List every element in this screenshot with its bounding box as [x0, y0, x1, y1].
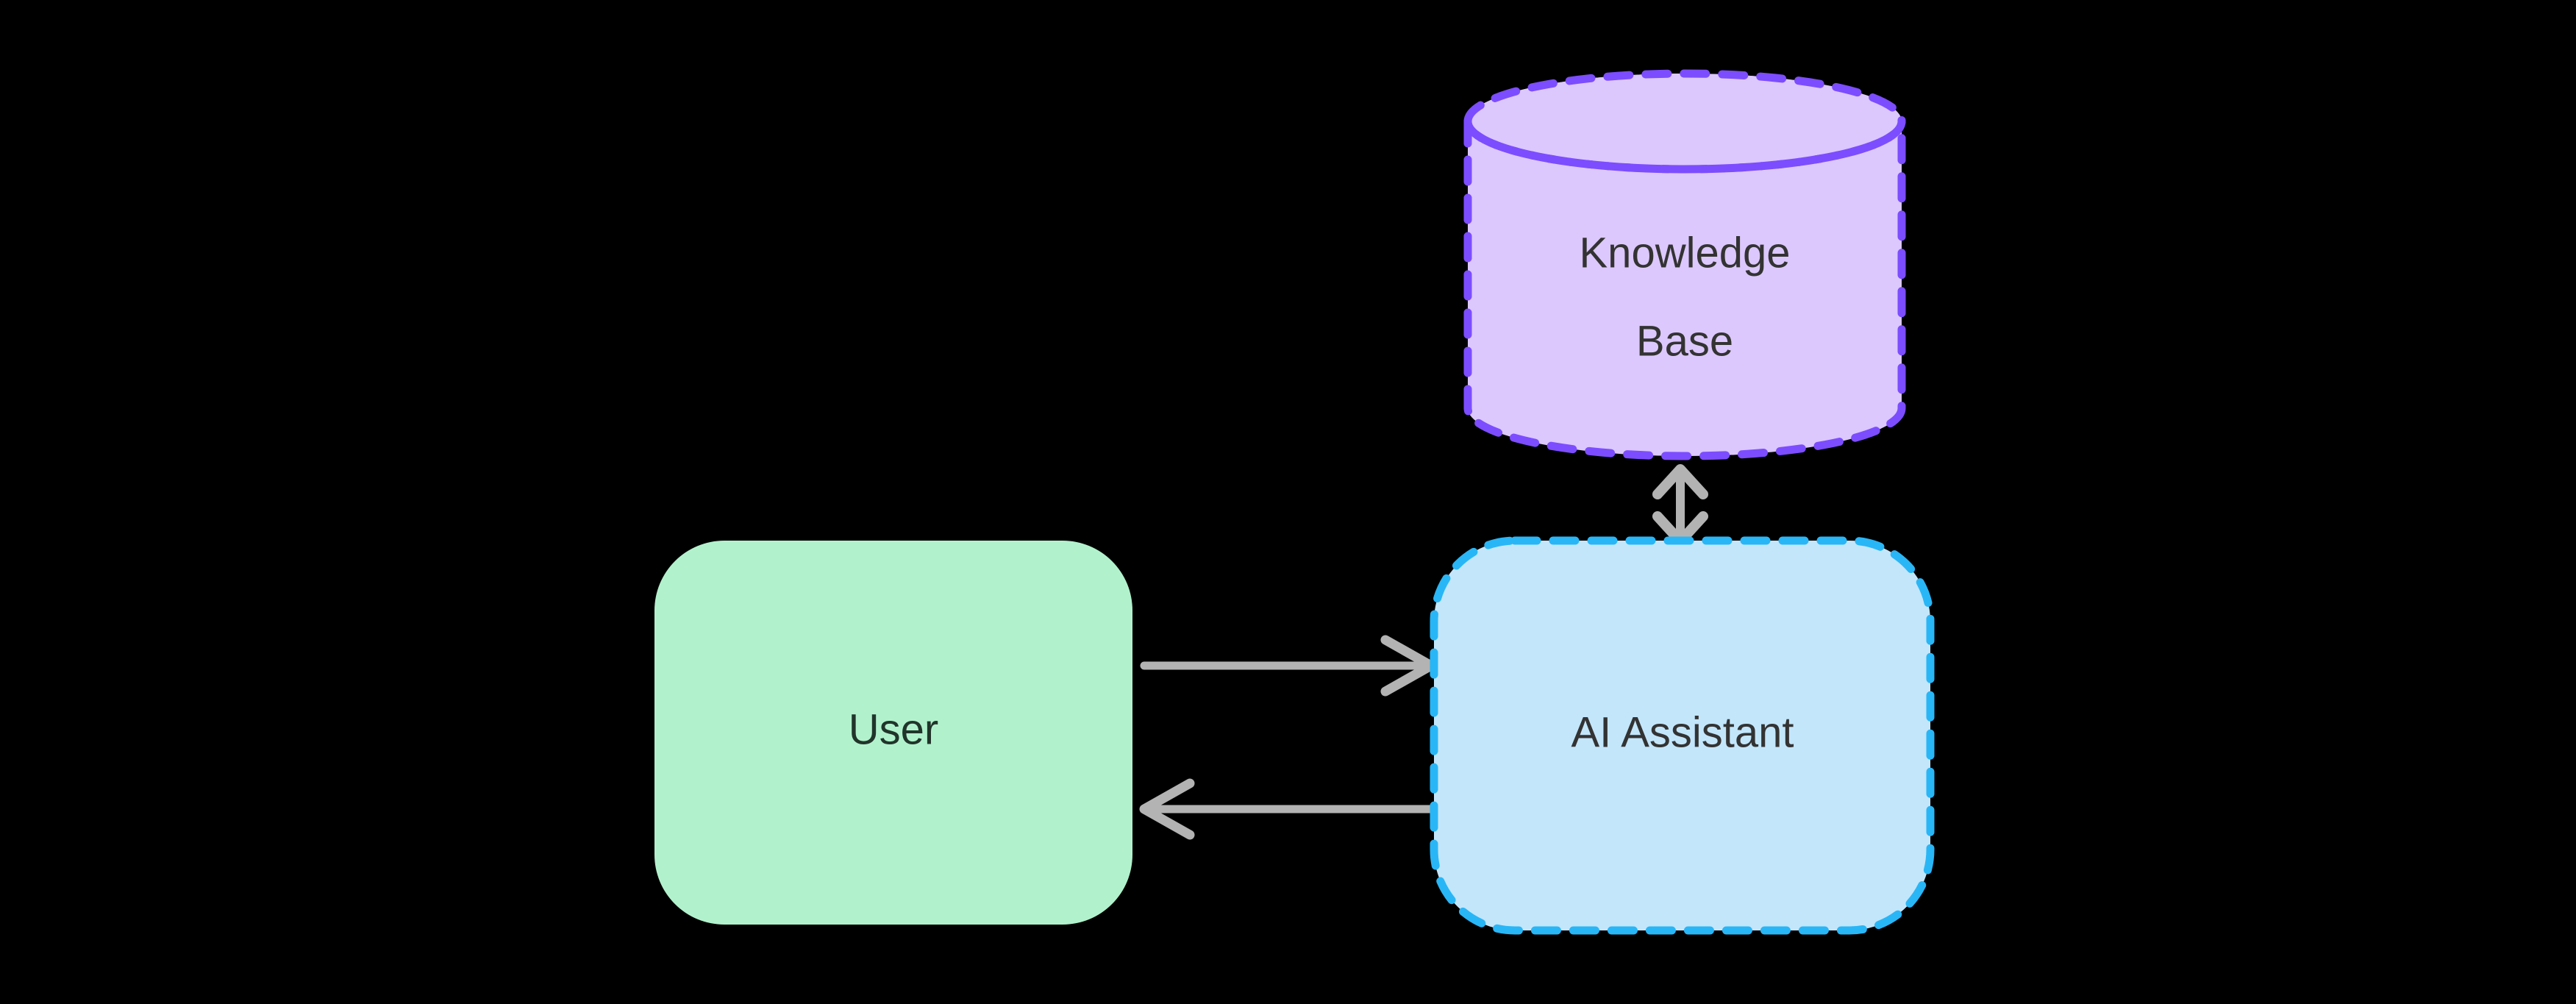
node-ai-assistant-shape — [1430, 536, 1935, 935]
node-knowledge-base-lid-arc — [1463, 117, 1906, 174]
node-knowledge-base-body-fill — [1468, 74, 1902, 456]
node-user-label: User — [849, 705, 938, 753]
node-knowledge-base-label-line1: Knowledge — [1580, 229, 1791, 277]
edge-user-to-ai-assistant[interactable] — [1140, 635, 1436, 697]
node-user-shape — [654, 541, 1132, 925]
arrowhead-left-icon — [1139, 778, 1195, 840]
node-ai-assistant[interactable]: AI Assistant — [1430, 536, 1935, 935]
node-knowledge-base-outline — [1463, 117, 1906, 460]
edge-ai-assistant-to-knowledge-base[interactable] — [1652, 464, 1708, 546]
node-user[interactable]: User — [654, 541, 1132, 925]
edge-ai-assistant-to-user[interactable] — [1139, 778, 1435, 840]
node-knowledge-base[interactable]: Knowledge Base — [1463, 69, 1906, 460]
node-ai-assistant-label: AI Assistant — [1571, 708, 1794, 756]
arrowhead-up-icon — [1652, 464, 1708, 499]
node-knowledge-base-label-line2: Base — [1636, 317, 1733, 365]
